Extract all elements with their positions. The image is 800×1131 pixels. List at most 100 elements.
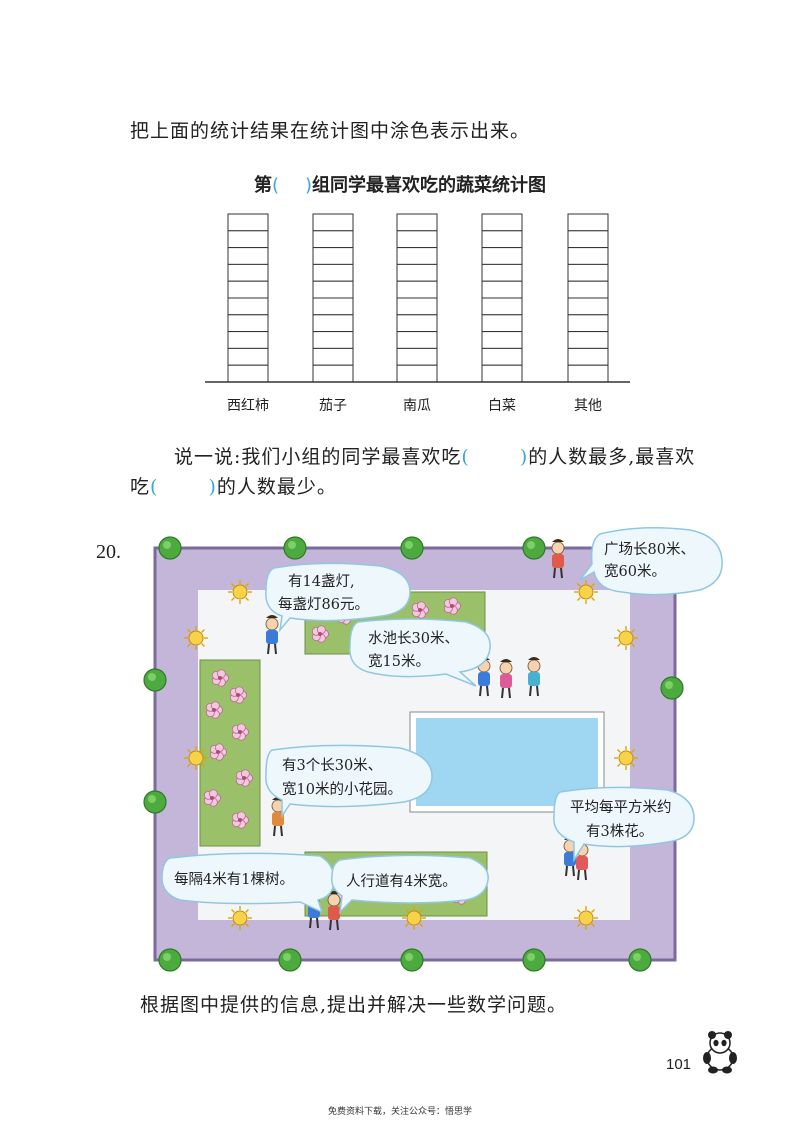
bubble-gardens-line1: 有3个长30米、 xyxy=(282,757,382,774)
child-figure xyxy=(271,797,285,837)
garden-left xyxy=(199,659,261,847)
chart-column-1[interactable] xyxy=(227,213,269,383)
tree-icon xyxy=(522,536,546,560)
chart-cell[interactable] xyxy=(312,263,354,282)
lamp-icon xyxy=(184,746,208,770)
lamp-icon xyxy=(614,626,638,650)
chart-cell[interactable] xyxy=(227,263,269,282)
chart-cell[interactable] xyxy=(227,213,269,232)
chart-cell[interactable] xyxy=(396,230,438,249)
chart-cell[interactable] xyxy=(312,314,354,333)
tree-icon xyxy=(283,536,307,560)
talk-prompt: 说一说:我们小组的同学最喜欢吃()的人数最多,最喜欢吃()的人数最少。 xyxy=(130,442,710,502)
bubble-gardens-line2: 宽10米的小花园。 xyxy=(282,781,402,798)
tree-icon xyxy=(522,948,546,972)
answer-paren-open: ( xyxy=(461,446,470,468)
chart-cell[interactable] xyxy=(481,247,523,265)
talk-lead: 说一说:我们小组的同学最喜欢吃 xyxy=(174,446,462,468)
bubble-gardens: 有3个长30米、 宽10米的小花园。 xyxy=(265,744,433,819)
chart-cell[interactable] xyxy=(227,247,269,265)
bubble-walkway: 人行道有4米宽。 xyxy=(330,854,489,915)
chart-cell[interactable] xyxy=(396,314,438,333)
chart-cell[interactable] xyxy=(567,331,609,349)
bubble-plaza-line2: 宽60米。 xyxy=(604,563,666,580)
chart-cell[interactable] xyxy=(567,347,609,366)
chart-cell[interactable] xyxy=(312,364,354,383)
lamp-icon xyxy=(228,580,252,604)
chart-cell[interactable] xyxy=(481,230,523,249)
chart-title-paren-close: ) xyxy=(305,175,313,196)
chart-cell[interactable] xyxy=(396,247,438,265)
tree-icon xyxy=(628,948,652,972)
tree-icon xyxy=(660,676,684,700)
chart-column-3[interactable] xyxy=(396,213,438,383)
chart-cell[interactable] xyxy=(396,263,438,282)
footer-text: 免费资料下载，关注公众号：悟思学 xyxy=(327,1107,472,1117)
chart-cell[interactable] xyxy=(312,297,354,316)
bubble-walkway-line1: 人行道有4米宽。 xyxy=(346,873,457,890)
chart-cell[interactable] xyxy=(567,297,609,316)
category-label: 其他 xyxy=(574,398,602,414)
chart-cell[interactable] xyxy=(481,331,523,349)
bubble-lamps-line1: 有14盏灯, xyxy=(288,573,355,590)
chart-cell[interactable] xyxy=(312,280,354,299)
chart-cell[interactable] xyxy=(227,347,269,366)
chart-cell[interactable] xyxy=(567,213,609,232)
chart-cell[interactable] xyxy=(567,230,609,249)
chart-cell[interactable] xyxy=(481,364,523,383)
talk-mid: 的人数最多,最喜欢吃 xyxy=(130,446,696,498)
chart-cell[interactable] xyxy=(227,280,269,299)
chart-cell[interactable] xyxy=(481,347,523,366)
chart-column-2[interactable] xyxy=(312,213,354,383)
chart-cell[interactable] xyxy=(227,364,269,383)
chart-columns xyxy=(227,213,609,383)
chart-cell[interactable] xyxy=(481,213,523,232)
chart-cell[interactable] xyxy=(227,230,269,249)
chart-cell[interactable] xyxy=(481,263,523,282)
chart-cell[interactable] xyxy=(227,297,269,316)
tree-icon xyxy=(158,948,182,972)
chart-cell[interactable] xyxy=(567,280,609,299)
tree-icon xyxy=(400,536,424,560)
chart-cell[interactable] xyxy=(312,213,354,232)
bubble-plaza: 广场长80米、 宽60米。 xyxy=(579,527,723,596)
flower-icon xyxy=(231,723,249,741)
chart-cell[interactable] xyxy=(396,297,438,316)
chart-cell[interactable] xyxy=(312,247,354,265)
task-text: 根据图中提供的信息,提出并解决一些数学问题。 xyxy=(140,994,568,1016)
flower-icon xyxy=(231,811,249,829)
chart-cell[interactable] xyxy=(567,364,609,383)
flower-icon xyxy=(235,769,253,787)
chart-cell[interactable] xyxy=(227,331,269,349)
bubble-pool-line1: 水池长30米、 xyxy=(368,630,459,647)
chart-cell[interactable] xyxy=(396,331,438,349)
chart-cell[interactable] xyxy=(312,331,354,349)
chart-cell[interactable] xyxy=(481,280,523,299)
chart-column-5[interactable] xyxy=(567,213,609,383)
instruction-text: 把上面的统计结果在统计图中涂色表示出来。 xyxy=(130,120,531,142)
chart-cell[interactable] xyxy=(312,347,354,366)
chart-column-4[interactable] xyxy=(481,213,523,383)
flower-icon xyxy=(209,743,227,761)
category-label: 茄子 xyxy=(319,397,347,414)
chart-cell[interactable] xyxy=(227,314,269,333)
chart-cell[interactable] xyxy=(396,347,438,366)
tree-icon xyxy=(400,948,424,972)
tree-icon xyxy=(278,948,302,972)
chart-cell[interactable] xyxy=(567,314,609,333)
lamp-icon xyxy=(228,906,252,930)
child-figure xyxy=(551,539,565,579)
answer-paren-close: ) xyxy=(208,476,217,498)
chart-cell[interactable] xyxy=(396,280,438,299)
chart-cell[interactable] xyxy=(481,297,523,316)
chart-cell[interactable] xyxy=(312,230,354,249)
chart-cell[interactable] xyxy=(567,263,609,282)
chart-cell[interactable] xyxy=(481,314,523,333)
chart-title-suffix: 组同学最喜欢吃的蔬菜统计图 xyxy=(312,175,547,196)
lamp-icon xyxy=(574,580,598,604)
chart-cell[interactable] xyxy=(567,247,609,265)
chart-cell[interactable] xyxy=(396,364,438,383)
chart-cell[interactable] xyxy=(396,213,438,232)
plaza-illustration: 广场长80米、 宽60米。 有14盏灯, 每盏灯86元。 水池长30米、 宽15… xyxy=(143,527,723,972)
flower-icon xyxy=(203,789,221,807)
